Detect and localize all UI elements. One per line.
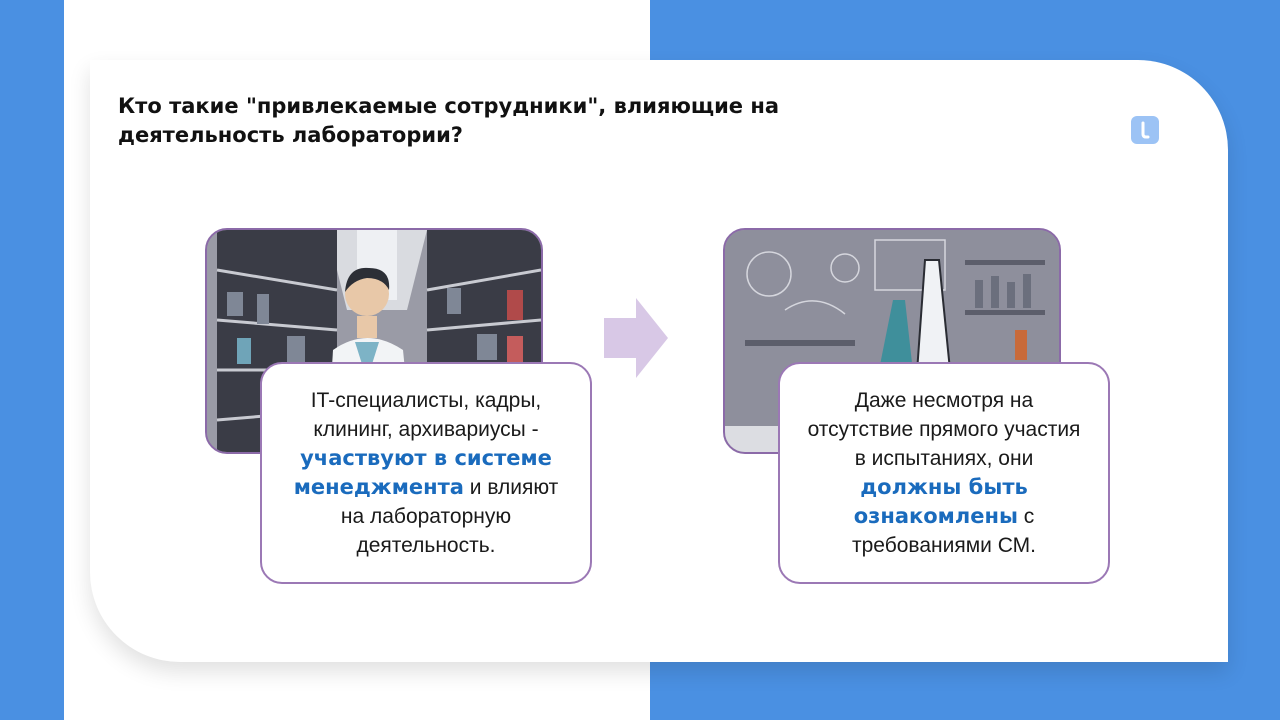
panel-text-box: Даже несмотря на отсутствие прямого учас… bbox=[778, 362, 1110, 584]
panel-text-box: IT-специалисты, кадры, клининг, архивари… bbox=[260, 362, 592, 584]
panel-text: IT-специалисты, кадры, клининг, архивари… bbox=[293, 389, 559, 557]
highlighted-text: должны быть ознакомлены bbox=[853, 475, 1028, 528]
brand-logo-icon bbox=[1131, 116, 1159, 144]
arrow-right-icon bbox=[604, 298, 668, 382]
slide-title: Кто такие "привлекаемые сотрудники", вли… bbox=[118, 94, 780, 147]
highlighted-text: участвуют в системе менеджмента bbox=[293, 446, 552, 499]
panel-text: Даже несмотря на отсутствие прямого учас… bbox=[807, 389, 1081, 557]
